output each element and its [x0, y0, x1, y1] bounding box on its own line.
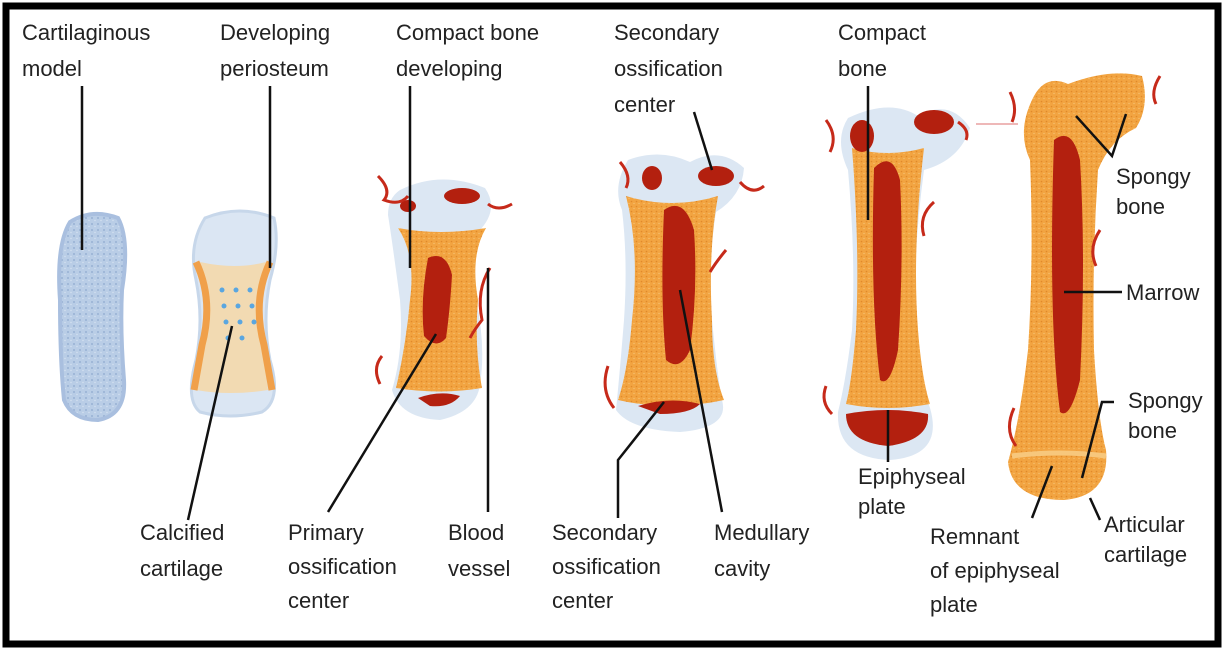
stage-2-periosteum	[191, 211, 276, 416]
stage-5-epiphyseal-plate	[824, 107, 970, 460]
label-calcified-cartilage: Calcified cartilage	[140, 520, 231, 581]
stage-4-secondary-ossification	[605, 154, 764, 432]
label-marrow: Marrow	[1126, 280, 1199, 305]
label-developing-periosteum: Developing periosteum	[220, 20, 336, 81]
label-spongy-bone-top: Spongy bone	[1116, 164, 1197, 219]
label-cartilaginous-model: Cartilaginous model	[22, 20, 157, 81]
stage-1-cartilage-model	[59, 214, 125, 420]
label-secondary-ossification-top: Secondary ossification center	[614, 20, 729, 117]
leader-articular-cartilage	[1090, 498, 1100, 520]
label-medullary-cavity: Medullary cavity	[714, 520, 816, 581]
label-blood-vessel: Blood vessel	[448, 520, 510, 581]
leader-primary-ossification	[328, 334, 436, 512]
label-articular-cartilage: Articular cartilage	[1104, 512, 1191, 567]
label-spongy-bone-bottom: Spongy bone	[1128, 388, 1209, 443]
label-secondary-ossification-bottom: Secondary ossification center	[552, 520, 667, 613]
label-compact-bone-developing: Compact bone developing	[396, 20, 545, 81]
label-epiphyseal-plate: Epiphyseal plate	[858, 464, 972, 519]
stage-3-compact-developing	[376, 176, 512, 420]
label-remnant-epiphyseal-plate: Remnant of epiphyseal plate	[930, 524, 1066, 617]
label-compact-bone: Compact bone	[838, 20, 932, 81]
label-primary-ossification: Primary ossification center	[288, 520, 403, 613]
